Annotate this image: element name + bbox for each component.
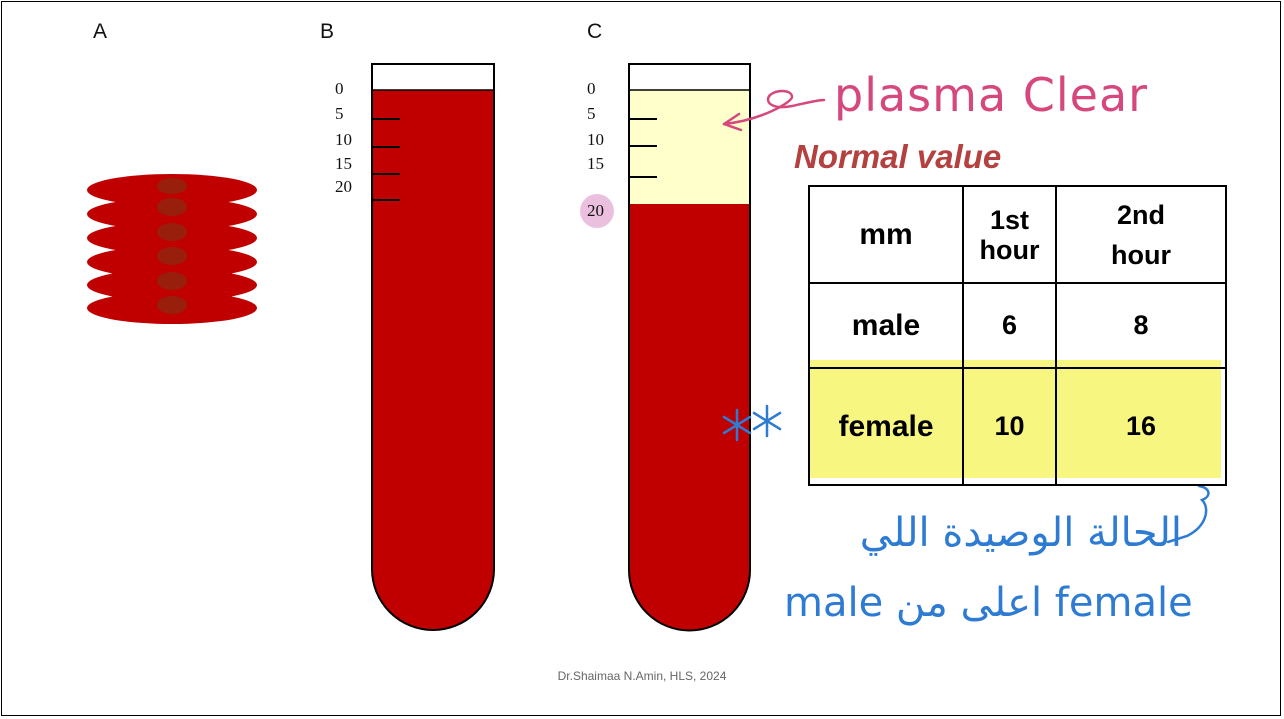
row-label-male: male: [808, 282, 964, 369]
header-first-line1: 1st: [989, 204, 1030, 235]
arabic-note: الحالة الوصيدة اللي: [859, 510, 1182, 556]
row-label-female: female: [808, 367, 964, 486]
tube-c-scale-20: 20: [587, 201, 604, 220]
header-first-line2: hour: [979, 234, 1040, 265]
slide-footer: Dr.Shaimaa N.Amin, HLS, 2024: [557, 669, 727, 683]
table-header-row: mm 1st hour 2nd hour: [808, 185, 1227, 284]
panel-label-a: A: [93, 20, 108, 43]
tube-b-scale-0: 0: [335, 79, 344, 98]
header-second-line1: 2nd: [1116, 199, 1165, 230]
rouleaux-cells: [87, 174, 257, 324]
star-icon: [722, 404, 782, 442]
tube-c: [628, 63, 751, 632]
comparison-note: male اعلى من female: [784, 580, 1193, 626]
male-second-hour: 8: [1055, 282, 1227, 369]
normal-value-title: Normal value: [794, 138, 1002, 175]
header-second-hour: 2nd hour: [1055, 185, 1227, 284]
scale-20-highlight: [580, 194, 614, 228]
header-mm: mm: [808, 185, 964, 284]
tube-c-scale-15: 15: [587, 154, 604, 173]
tube-b: [371, 63, 495, 631]
table-row-female: female 10 16: [808, 367, 1227, 486]
tube-b-scale-15: 15: [335, 154, 352, 173]
female-first-hour: 10: [962, 367, 1057, 486]
header-second-line2: hour: [1111, 239, 1171, 270]
tube-b-scale-5: 5: [335, 104, 344, 123]
plasma-clear-note: plasma Clear: [834, 68, 1149, 122]
header-first-hour: 1st hour: [962, 185, 1057, 284]
tube-c-scale-10: 10: [587, 130, 604, 149]
tube-b-scale-20: 20: [335, 177, 352, 196]
panel-label-b: B: [320, 20, 335, 43]
bracket-mark: [1166, 484, 1210, 544]
panel-label-c: C: [587, 20, 603, 43]
plasma-arrow: [722, 89, 826, 132]
male-first-hour: 6: [962, 282, 1057, 369]
tube-c-scale-5: 5: [587, 104, 596, 123]
female-second-hour: 16: [1055, 367, 1227, 486]
normal-value-table: mm 1st hour 2nd hour male 6 8 female 10 …: [808, 185, 1227, 486]
table-row-male: male 6 8: [808, 282, 1227, 369]
tube-c-scale-0: 0: [587, 79, 596, 98]
tube-b-scale-10: 10: [335, 130, 352, 149]
